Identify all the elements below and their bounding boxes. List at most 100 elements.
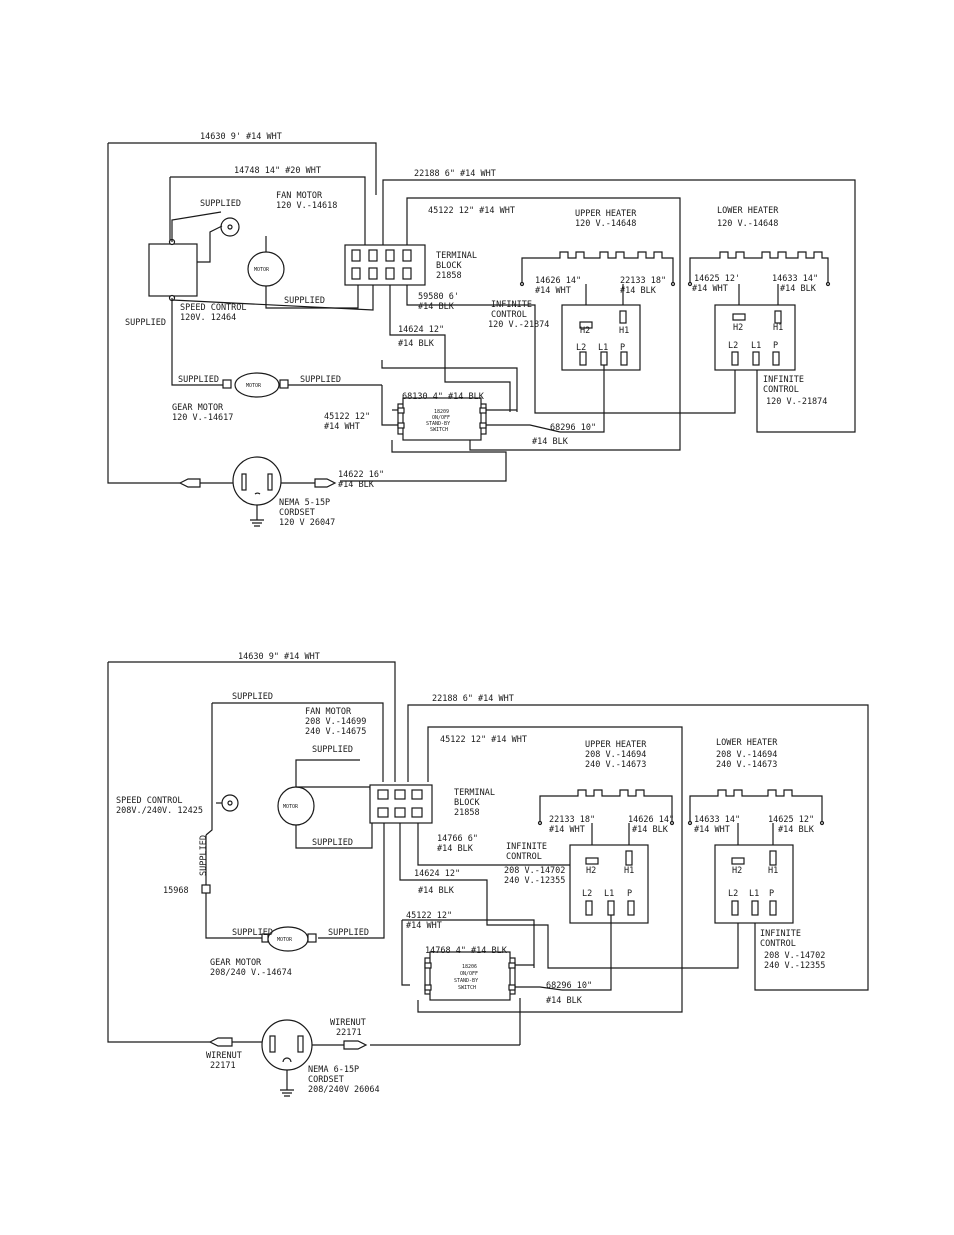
switch-label: SWITCH — [458, 985, 476, 991]
gear-motor-label: GEAR MOTOR — [210, 958, 262, 968]
upper-heater-part: 240 V.-14673 — [585, 760, 646, 770]
terminal-h1-label: H1 — [773, 323, 783, 333]
wire-label: 45122 12" — [324, 412, 370, 422]
terminal-h2-label: H2 — [586, 866, 596, 876]
fan-motor-part: 240 V.-14675 — [305, 727, 366, 737]
wire-22188-label: 22188 6" #14 WHT — [432, 694, 514, 704]
terminal-h2-label: H2 — [732, 866, 742, 876]
infinite-control-label: INFINITE — [760, 929, 801, 939]
terminal-p-label: P — [620, 343, 625, 353]
fan-motor-part: 120 V.-14618 — [276, 201, 337, 211]
infinite-control-label: CONTROL — [506, 852, 542, 862]
wire-label: 14626 14" — [628, 815, 674, 825]
terminal-h2-label: H2 — [580, 326, 590, 336]
fan-motor-icon-label: MOTOR — [283, 804, 299, 810]
supplied-label: SUPPLIED — [328, 928, 369, 938]
terminal-l1-label: L1 — [749, 889, 759, 899]
wire-gauge-label: #14 BLK — [437, 844, 474, 854]
wire-gauge-label: #14 WHT — [549, 825, 585, 835]
terminal-h1-label: H1 — [619, 326, 629, 336]
speed-control-part: 208V./240V. 12425 — [116, 806, 203, 816]
wire-label: 14625 12" — [768, 815, 814, 825]
wirenut-part: 22171 — [210, 1061, 236, 1071]
infinite-control-lower — [714, 844, 794, 924]
wire-gauge-label: #14 BLK — [620, 286, 657, 296]
wire-45122-label: 45122 12" #14 WHT — [428, 206, 515, 216]
terminal-block-label: TERMINAL — [436, 251, 477, 261]
wire-gauge-label: #14 BLK — [398, 339, 435, 349]
terminal-p-label: P — [773, 341, 778, 351]
supplied-label: SUPPLIED — [200, 199, 241, 209]
upper-heater-element — [539, 789, 673, 822]
supplied-label: SUPPLIED — [199, 835, 209, 876]
connector-15968-label: 15968 — [163, 886, 189, 896]
wire-label: 14633 14" — [694, 815, 740, 825]
supplied-label: SUPPLIED — [284, 296, 325, 306]
infinite-control-label: INFINITE — [506, 842, 547, 852]
wire-label: 14625 12' — [694, 274, 740, 284]
fan-motor-icon-label: MOTOR — [254, 267, 270, 273]
cordset-label: CORDSET — [279, 508, 315, 518]
speed-control-knob — [220, 217, 240, 237]
supplied-label: SUPPLIED — [232, 692, 273, 702]
gear-motor-icon-label: MOTOR — [246, 383, 262, 389]
lower-heater-element — [689, 789, 823, 822]
wire-label: 22133 18" — [549, 815, 595, 825]
supplied-label: SUPPLIED — [300, 375, 341, 385]
wirenut-part: 22171 — [336, 1028, 362, 1038]
terminal-block-label: BLOCK — [436, 261, 462, 271]
wire-gauge-label: #14 WHT — [692, 284, 728, 294]
infinite-control-upper — [569, 844, 649, 924]
gear-motor-icon-label: MOTOR — [277, 937, 293, 943]
wire-label: 68296 10" — [550, 423, 596, 433]
terminal-l2-label: L2 — [582, 889, 592, 899]
switch-label: STAND-BY — [426, 421, 450, 427]
infinite-control-label: INFINITE — [763, 375, 804, 385]
lower-heater-element — [689, 251, 829, 283]
infinite-control-part: 120 V.-21874 — [766, 397, 827, 407]
switch-label: 18206 — [462, 964, 477, 970]
infinite-control-label: CONTROL — [763, 385, 799, 395]
wire-label: 22133 18" — [620, 276, 666, 286]
lower-heater-part: 120 V.-14648 — [717, 219, 778, 229]
terminal-block-part: 21858 — [436, 271, 462, 281]
terminal-l2-label: L2 — [728, 889, 738, 899]
speed-control-label: SPEED CONTROL — [180, 303, 247, 313]
speed-control-label: SPEED CONTROL — [116, 796, 183, 806]
nema-label: NEMA 5-15P — [279, 498, 330, 508]
switch-label: STAND-BY — [454, 978, 478, 984]
supplied-label: SUPPLIED — [178, 375, 219, 385]
wire-label: 68130 4" #14 BLK — [402, 392, 485, 402]
gear-motor-icon — [234, 372, 280, 398]
wire-gauge-label: #14 BLK — [632, 825, 669, 835]
terminal-h2-label: H2 — [733, 323, 743, 333]
upper-heater-part: 208 V.-14694 — [585, 750, 646, 760]
lower-heater-label: LOWER HEATER — [716, 738, 778, 748]
terminal-l2-label: L2 — [576, 343, 586, 353]
terminal-h1-label: H1 — [768, 866, 778, 876]
wire-gauge-label: #14 BLK — [418, 886, 455, 896]
infinite-control-lower — [714, 304, 796, 371]
supplied-label: SUPPLIED — [312, 838, 353, 848]
wire-label: 14624 12" — [414, 869, 460, 879]
terminal-p-label: P — [769, 889, 774, 899]
lower-heater-label: LOWER HEATER — [717, 206, 779, 216]
lower-heater-part: 208 V.-14694 — [716, 750, 777, 760]
upper-heater-label: UPPER HEATER — [585, 740, 647, 750]
wire-gauge-label: #14 BLK — [532, 437, 569, 447]
wire-gauge-label: #14 BLK — [780, 284, 817, 294]
wiring-diagram-120v: 14630 9' #14 WHT 14748 14" #20 WHT 22188… — [107, 132, 856, 528]
switch-label: ON/OFF — [460, 971, 478, 977]
cordset-part: 120 V 26047 — [279, 518, 335, 528]
terminal-block-label: TERMINAL — [454, 788, 495, 798]
cordset-label: CORDSET — [308, 1075, 344, 1085]
wire-gauge-label: #14 BLK — [418, 302, 455, 312]
gear-motor-part: 208/240 V.-14674 — [210, 968, 292, 978]
fan-motor-part: 208 V.-14699 — [305, 717, 366, 727]
terminal-l1-label: L1 — [604, 889, 614, 899]
supplied-label: SUPPLIED — [312, 745, 353, 755]
switch-label: ON/OFF — [432, 415, 450, 421]
terminal-block-label: BLOCK — [454, 798, 480, 808]
terminal-block — [344, 244, 426, 286]
speed-control-knob — [221, 794, 239, 812]
